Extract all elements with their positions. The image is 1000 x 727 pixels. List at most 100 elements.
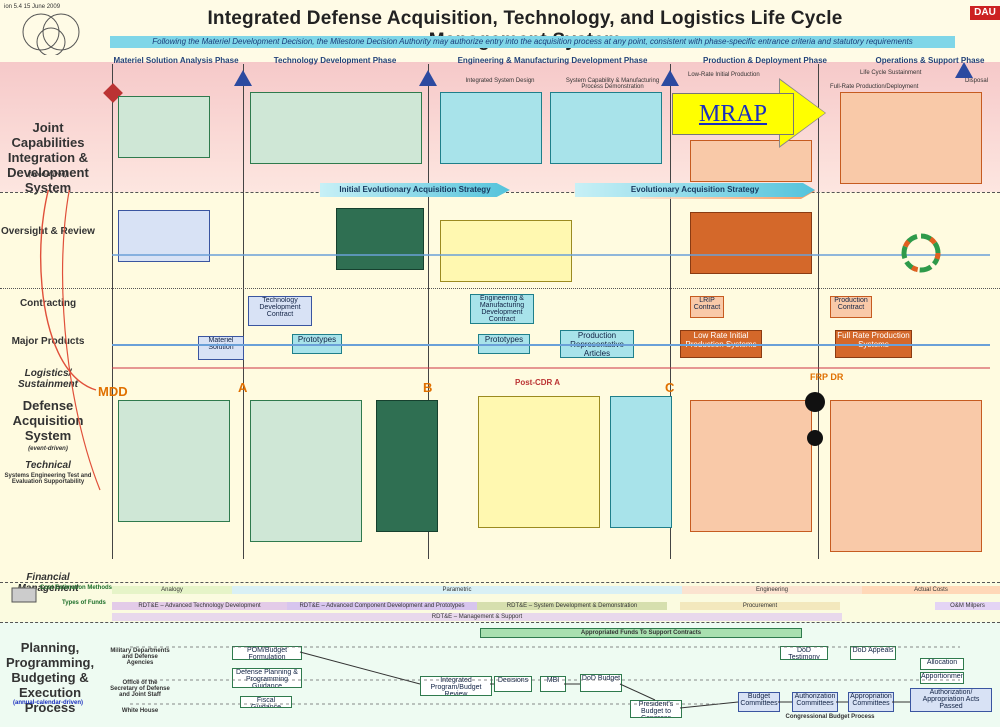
detail-block xyxy=(336,208,424,270)
detail-block xyxy=(376,400,438,532)
ppbe-auth-act: Authorization/ Appropriation Acts Passed xyxy=(910,688,992,712)
cost-parametric: Parametric xyxy=(232,586,682,594)
types-funds-label: Types of Funds xyxy=(62,600,106,606)
ppbe-congressional: Congressional Budget Process xyxy=(785,714,875,720)
version-date: ion 5.4 15 June 2009 xyxy=(4,4,61,10)
detail-block xyxy=(440,92,542,164)
detail-block xyxy=(840,92,982,184)
ppbe-osd: Office of the Secretary of Defense and J… xyxy=(110,680,170,698)
lane-jcids-sub: (need-driven) xyxy=(28,172,67,178)
detail-block xyxy=(610,396,672,528)
fund-om: O&M Milpers xyxy=(935,602,1000,610)
ppbe-integrated: Integrated Program/Budget Review xyxy=(420,676,492,696)
lane-das-sub: (event-driven) xyxy=(28,446,68,452)
detail-block xyxy=(690,400,812,532)
sub-phase-lcs: Life Cycle Sustainment xyxy=(860,70,922,76)
post-cdr-label: Post-CDR A xyxy=(515,378,561,387)
ppbe-apportionment: Apportionment xyxy=(920,672,964,684)
sub-phase-lrip: Low-Rate Initial Production xyxy=(688,72,760,78)
ppbe-military: Military Departments and Defense Agencie… xyxy=(110,648,170,666)
cost-methods-label: Cost Estimation Methods xyxy=(40,585,113,591)
detail-block xyxy=(478,396,600,528)
fund-rdte-sys: RDT&E – System Development & Demonstrati… xyxy=(477,602,667,610)
lane-ppbe: Planning, Programming, Budgeting & Execu… xyxy=(5,640,95,715)
mrap-callout: MRAP xyxy=(672,93,794,135)
lane-logistics: Logistics/ Sustainment xyxy=(17,368,78,390)
box-prod-contract: Production Contract xyxy=(830,296,872,318)
lane-ppbe-sub: (annual-calendar-driven) xyxy=(12,700,83,706)
appropriated-funds-bar: Appropriated Funds To Support Contracts xyxy=(480,628,802,638)
ppbe-fiscal: Fiscal Guidance xyxy=(240,696,292,708)
initial-strategy-arrow: Initial Evolutionary Acquisition Strateg… xyxy=(320,183,510,197)
sustainment-cycle-icon xyxy=(901,233,941,273)
ppbe-dppg: Defense Planning & Programming Guidance xyxy=(232,668,302,688)
lane-technical: Technical xyxy=(25,460,71,471)
ioc-icon xyxy=(955,62,973,78)
detail-block xyxy=(118,400,230,522)
phase-pd: Production & Deployment Phase xyxy=(702,56,828,65)
ppbe-white-house: White House xyxy=(121,708,159,714)
box-tech-dev-contract: Technology Development Contract xyxy=(248,296,312,326)
detail-block xyxy=(250,92,422,164)
phase-divider xyxy=(243,64,244,559)
phase-os: Operations & Support Phase xyxy=(875,56,985,65)
detail-block xyxy=(690,140,812,182)
milestone-b-label: B xyxy=(423,380,433,395)
phase-msa: Materiel Solution Analysis Phase xyxy=(113,56,239,65)
lane-oversight: Oversight & Review xyxy=(1,226,95,237)
cost-analogy: Analogy xyxy=(112,586,232,594)
evolutionary-strategy-arrow: Evolutionary Acquisition Strategy xyxy=(575,183,815,197)
cost-actual: Actual Costs xyxy=(862,586,1000,594)
box-emd-contract: Engineering & Manufacturing Development … xyxy=(470,294,534,324)
fund-rdte-comp: RDT&E – Advanced Component Development a… xyxy=(287,602,477,610)
detail-block xyxy=(118,96,210,158)
sub-phase-disposal: Disposal xyxy=(965,78,989,84)
milestone-a-label: A xyxy=(238,380,248,395)
box-materiel-solution: Materiel Solution xyxy=(198,336,244,360)
milestone-b-icon xyxy=(419,70,437,86)
sub-phase-isd: Integrated System Design xyxy=(465,78,535,84)
detail-block xyxy=(830,400,982,552)
phase-divider xyxy=(428,64,429,559)
sub-phase-scmpd: System Capability & Manufacturing Proces… xyxy=(565,78,660,90)
lane-das: Defense Acquisition System xyxy=(12,398,84,443)
phase-divider xyxy=(670,64,671,559)
detail-block xyxy=(550,92,662,164)
ppbe-dod-appeals: DoD Appeals xyxy=(850,646,896,660)
lane-divider xyxy=(0,582,1000,584)
flow-connectors xyxy=(40,190,990,491)
lane-divider xyxy=(0,288,1000,290)
cost-engineering: Engineering xyxy=(682,586,862,594)
lane-divider xyxy=(0,622,1000,624)
lane-products: Major Products xyxy=(11,336,85,347)
ppbe-pres-budget: President's Budget to Congress xyxy=(630,700,682,718)
ppbe-allocation: Allocation xyxy=(920,658,964,670)
fund-rdte-mgmt: RDT&E – Management & Support xyxy=(112,613,842,621)
detail-block xyxy=(690,212,812,274)
milestone-c-icon xyxy=(661,70,679,86)
detail-block xyxy=(440,220,572,282)
ppbe-connectors xyxy=(130,646,960,709)
venn-diagram-icon xyxy=(22,13,80,55)
phase-td: Technology Development Phase xyxy=(273,56,397,65)
phase-divider xyxy=(818,64,819,559)
detail-block xyxy=(118,210,210,262)
phase-emd: Engineering & Manufacturing Development … xyxy=(457,56,648,65)
ppbe-budget-committees: Budget Committees xyxy=(738,692,780,712)
lane-financial: Financial Management xyxy=(17,572,79,594)
sub-phase-frp: Full-Rate Production/Deployment xyxy=(830,84,919,90)
fund-procurement: Procurement xyxy=(680,602,840,610)
phase-divider xyxy=(112,64,113,559)
lane-contracting: Contracting xyxy=(19,298,77,309)
mdd-banner: Following the Materiel Development Decis… xyxy=(110,36,955,48)
ppbe-appropriation: Appropriation Committees xyxy=(848,692,894,712)
ppbe-pom: POM/Budget Formulation xyxy=(232,646,302,660)
box-lrip-contract: LRIP Contract xyxy=(690,296,724,318)
lane-jcids: Joint Capabilities Integration & Develop… xyxy=(7,120,89,195)
milestone-frp-label: FRP DR xyxy=(810,372,844,382)
ppbe-dod-budget: DoD Budget xyxy=(580,674,622,692)
ppbe-dod-testimony: DoD Testimony xyxy=(780,646,828,660)
dau-logo: DAU xyxy=(970,6,1000,20)
milestone-mdd-label: MDD xyxy=(98,384,128,399)
